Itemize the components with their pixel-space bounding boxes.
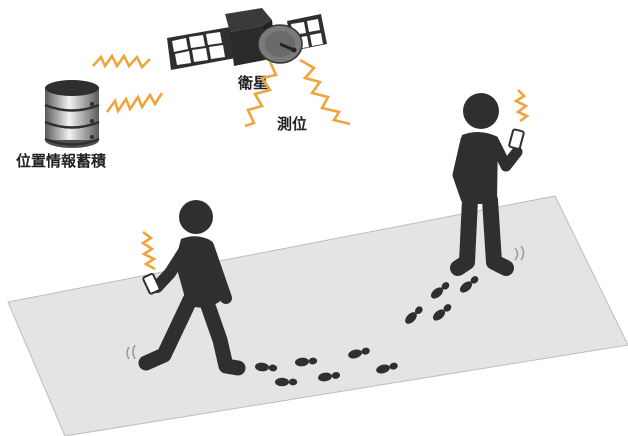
signal-wave-icon (93, 56, 150, 67)
positioning-label: 測位 (277, 115, 307, 133)
signal-wave-icon (107, 93, 162, 112)
smartphone-icon (509, 129, 524, 149)
solar-panel-left (167, 27, 236, 70)
signal-wave-icon (143, 232, 155, 269)
signal-wave-icon (300, 60, 350, 124)
signal-wave-icon (245, 62, 276, 126)
database-icon (45, 80, 99, 148)
ground-plane (8, 196, 628, 436)
database-label: 位置情報蓄積 (16, 152, 107, 170)
signal-wave-icon (516, 90, 527, 121)
footprint-icon (275, 378, 297, 387)
